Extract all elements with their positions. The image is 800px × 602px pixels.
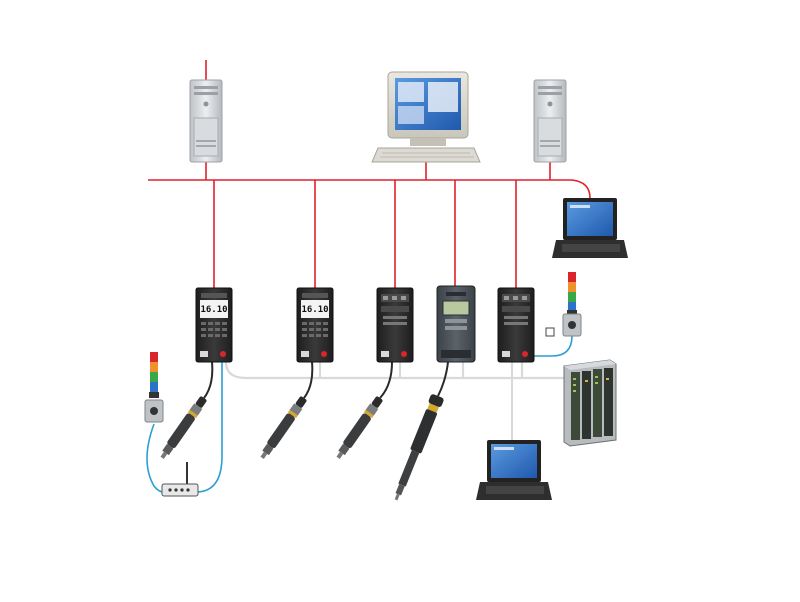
- serial-bus-line: [224, 361, 566, 380]
- tool-3[interactable]: [334, 395, 384, 461]
- server-left[interactable]: [189, 79, 223, 163]
- ethernet-laptop-drop: [571, 179, 591, 199]
- tool-cable-2: [303, 361, 314, 399]
- stack-light-right: [545, 272, 582, 337]
- tool-cables: [203, 361, 449, 399]
- nutrunner-tool-icon: [336, 396, 383, 459]
- plc-rack[interactable]: [563, 359, 617, 447]
- network-hub[interactable]: [161, 462, 199, 497]
- workstation[interactable]: [371, 71, 481, 163]
- desktop-computer-icon: [371, 71, 481, 163]
- controller-5[interactable]: [497, 287, 535, 363]
- plc-rack-icon: [563, 359, 617, 447]
- hub-cable-right: [195, 362, 223, 493]
- server-right[interactable]: [533, 79, 567, 163]
- stack-light-icon: [144, 352, 164, 423]
- server-tower-icon: [533, 79, 567, 163]
- hub-cable-left: [146, 423, 169, 494]
- controller-compact-unit-icon: [497, 287, 535, 363]
- controller-3[interactable]: [376, 287, 414, 363]
- laptop-bottom[interactable]: [476, 440, 552, 500]
- laptop-icon: [476, 440, 552, 500]
- controller-1-display: 16.10: [200, 305, 227, 315]
- laptop-icon: [552, 198, 628, 258]
- tool-4[interactable]: [390, 393, 445, 502]
- laptop-top-right[interactable]: [552, 198, 628, 258]
- nutrunner-tool-icon: [394, 394, 444, 501]
- controller-compact-unit-icon: [376, 287, 414, 363]
- tool-cable-1: [203, 361, 214, 399]
- stack-light-left: [144, 352, 164, 423]
- controller-2-display: 16.10: [301, 305, 328, 315]
- ethernet-network: [148, 60, 591, 288]
- tool-2[interactable]: [258, 395, 308, 461]
- tool-1[interactable]: [158, 395, 208, 461]
- controller-4[interactable]: [436, 285, 476, 363]
- nutrunner-tool-icon: [160, 396, 207, 459]
- controller-2[interactable]: 16.10: [296, 287, 334, 363]
- controller-display-unit-icon: 16.10: [195, 287, 233, 363]
- controller-display-unit-icon: 16.10: [296, 287, 334, 363]
- controller-1[interactable]: 16.10: [195, 287, 233, 363]
- network-hub-icon: [161, 462, 199, 497]
- serial-bus: [224, 361, 566, 440]
- server-tower-icon: [189, 79, 223, 163]
- stack-light-icon: [562, 272, 582, 337]
- stack-light-right-cable: [530, 335, 573, 357]
- tool-cable-3: [379, 361, 393, 399]
- nutrunner-tool-icon: [260, 396, 307, 459]
- cable-connector: [545, 327, 555, 337]
- tool-cable-4: [437, 361, 449, 397]
- controller-lcd-unit-icon: [436, 285, 476, 363]
